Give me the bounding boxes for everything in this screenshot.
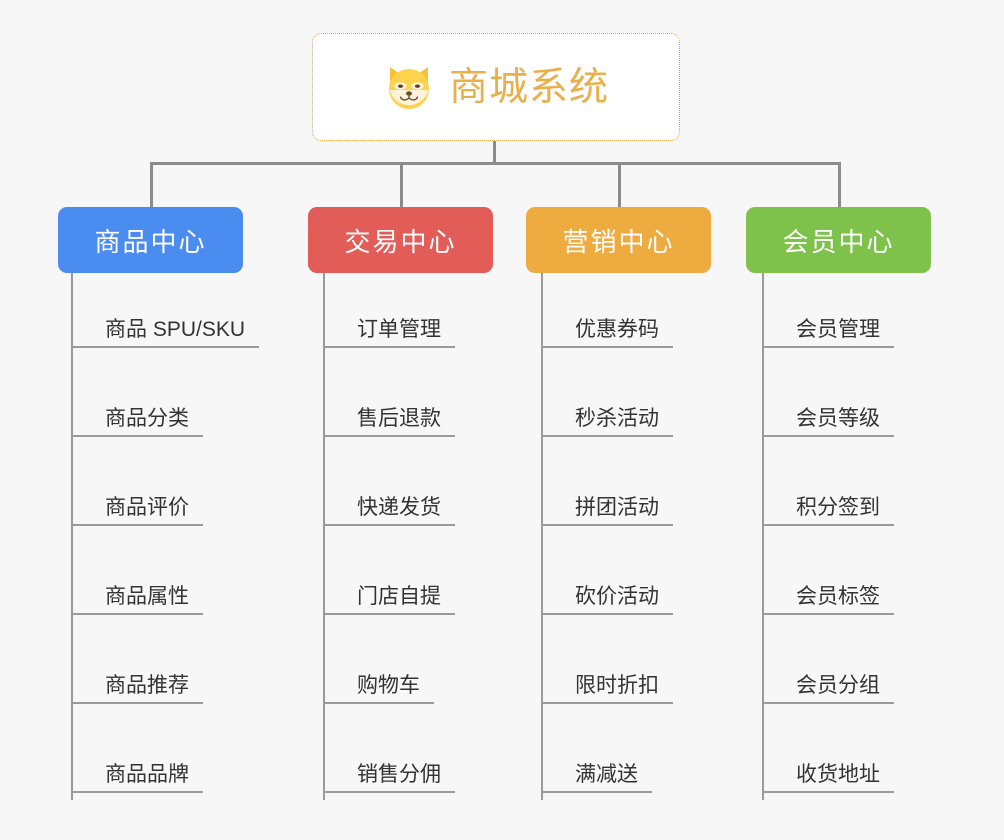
- connector-drop-member-center: [838, 162, 841, 208]
- root-title: 商城系统: [448, 65, 609, 109]
- connector-drop-marketing-center: [618, 162, 621, 208]
- leaf-label: 商品推荐: [105, 674, 189, 697]
- leaf-item-member-4[interactable]: 会员分组: [762, 674, 894, 705]
- leaf-label: 商品 SPU/SKU: [105, 318, 246, 341]
- leaf-label: 收货地址: [796, 763, 880, 786]
- category-box-marketing-center[interactable]: 营销中心: [526, 207, 711, 273]
- category-box-product-center[interactable]: 商品中心: [58, 207, 243, 273]
- leaf-label: 门店自提: [357, 585, 441, 608]
- leaf-label: 优惠券码: [575, 318, 659, 341]
- category-box-member-center[interactable]: 会员中心: [746, 207, 931, 273]
- leaf-label: 快递发货: [357, 496, 441, 519]
- leaf-item-marketing-2[interactable]: 拼团活动: [541, 496, 673, 527]
- connector-drop-trade-center: [400, 162, 403, 208]
- leaf-label: 砍价活动: [575, 585, 659, 608]
- spine-trade-center: [323, 273, 325, 800]
- leaf-label: 满减送: [575, 763, 638, 786]
- leaf-label: 购物车: [357, 674, 420, 697]
- leaf-label: 会员标签: [796, 585, 880, 608]
- leaf-item-member-2[interactable]: 积分签到: [762, 496, 894, 527]
- category-box-trade-center[interactable]: 交易中心: [308, 207, 493, 273]
- spine-product-center: [71, 273, 73, 800]
- leaf-item-trade-2[interactable]: 快递发货: [323, 496, 455, 527]
- category-label-product-center: 商品中心: [94, 226, 207, 257]
- leaf-item-trade-1[interactable]: 售后退款: [323, 407, 455, 438]
- leaf-label: 拼团活动: [575, 496, 659, 519]
- leaf-label: 销售分佣: [357, 763, 441, 786]
- leaf-label: 商品品牌: [105, 763, 189, 786]
- leaf-label: 会员等级: [796, 407, 880, 430]
- leaf-label: 商品属性: [105, 585, 189, 608]
- leaf-label: 售后退款: [357, 407, 441, 430]
- leaf-item-product-0[interactable]: 商品 SPU/SKU: [71, 318, 260, 349]
- leaf-label: 限时折扣: [575, 674, 659, 697]
- spine-marketing-center: [541, 273, 543, 800]
- leaf-label: 秒杀活动: [575, 407, 659, 430]
- leaf-item-member-3[interactable]: 会员标签: [762, 585, 894, 616]
- category-label-member-center: 会员中心: [782, 226, 895, 257]
- leaf-label: 订单管理: [357, 318, 441, 341]
- leaf-item-product-2[interactable]: 商品评价: [71, 496, 203, 527]
- leaf-item-trade-3[interactable]: 门店自提: [323, 585, 455, 616]
- connector-horizontal-bus: [150, 162, 840, 165]
- leaf-item-product-3[interactable]: 商品属性: [71, 585, 203, 616]
- leaf-label: 积分签到: [796, 496, 880, 519]
- leaf-item-marketing-4[interactable]: 限时折扣: [541, 674, 673, 705]
- connector-root-stem: [493, 141, 496, 165]
- leaf-item-trade-5[interactable]: 销售分佣: [323, 763, 455, 794]
- leaf-item-marketing-0[interactable]: 优惠券码: [541, 318, 673, 349]
- category-label-trade-center: 交易中心: [344, 226, 457, 257]
- leaf-label: 商品分类: [105, 407, 189, 430]
- leaf-item-member-0[interactable]: 会员管理: [762, 318, 894, 349]
- leaf-label: 会员管理: [796, 318, 880, 341]
- leaf-item-member-1[interactable]: 会员等级: [762, 407, 894, 438]
- leaf-item-trade-0[interactable]: 订单管理: [323, 318, 455, 349]
- leaf-item-member-5[interactable]: 收货地址: [762, 763, 894, 794]
- leaf-item-product-5[interactable]: 商品品牌: [71, 763, 203, 794]
- leaf-item-trade-4[interactable]: 购物车: [323, 674, 434, 705]
- leaf-label: 商品评价: [105, 496, 189, 519]
- connector-drop-product-center: [150, 162, 153, 208]
- spine-member-center: [762, 273, 764, 800]
- leaf-item-marketing-3[interactable]: 砍价活动: [541, 585, 673, 616]
- leaf-item-marketing-5[interactable]: 满减送: [541, 763, 652, 794]
- leaf-item-marketing-1[interactable]: 秒杀活动: [541, 407, 673, 438]
- dog-face-icon: [383, 61, 435, 113]
- category-label-marketing-center: 营销中心: [562, 226, 675, 257]
- leaf-item-product-1[interactable]: 商品分类: [71, 407, 203, 438]
- leaf-item-product-4[interactable]: 商品推荐: [71, 674, 203, 705]
- root-node[interactable]: 商城系统: [312, 33, 680, 141]
- leaf-label: 会员分组: [796, 674, 880, 697]
